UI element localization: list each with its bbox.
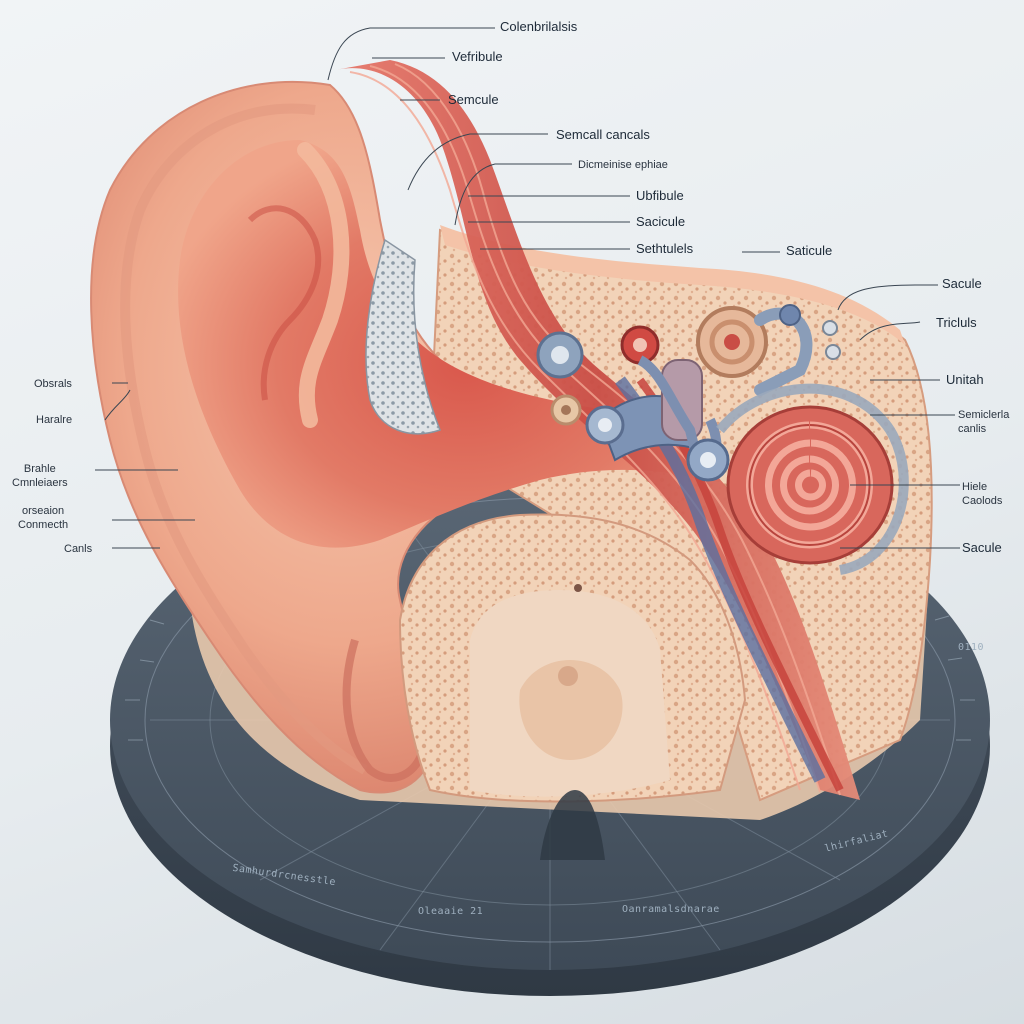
label-semicircular-canals-2: Semiclerla canlis (958, 409, 1010, 435)
label-vestibule: Vefribule (452, 49, 503, 64)
label-saccule-c: Saticule (786, 243, 833, 258)
label-cochlearis: Colenbrilalsis (500, 19, 578, 34)
label-ossicles: Obsrals (34, 378, 72, 390)
label-unitah: Unitah (946, 372, 984, 387)
label-helix: Haralre (36, 414, 73, 426)
platform-text-edge: 0110 (958, 642, 985, 653)
platform-text-bottom-a: Oleaaie 21 (418, 906, 484, 917)
inner-ear (536, 304, 909, 792)
platform-text-bottom-b: Oanramalsdnarae (622, 904, 720, 915)
label-semicircular-canals: Semcall cancals (556, 127, 650, 142)
label-saccule-e: Sacule (962, 540, 1002, 555)
label-semicircular-top: Semcule (448, 92, 499, 107)
label-connector: orseaion Conmecth (18, 505, 69, 531)
concha (178, 140, 700, 548)
label-canals: Canls (64, 543, 93, 555)
label-branch: Brahle Cmnleiaers (12, 463, 68, 489)
label-saccule-a: Sacicule (636, 214, 686, 229)
label-utricle: Ubfibule (636, 188, 684, 203)
label-hiele-cochlea: Hiele Caolods (962, 481, 1003, 507)
label-endolymphatic: Dicmeinise ephiae (578, 159, 668, 171)
leader-lines (95, 27, 960, 549)
label-tricule: Tricluls (936, 315, 977, 330)
ear-model (90, 60, 933, 860)
label-saccule-d: Sacule (942, 276, 982, 291)
label-saccule-b: Sethtulels (636, 241, 694, 256)
